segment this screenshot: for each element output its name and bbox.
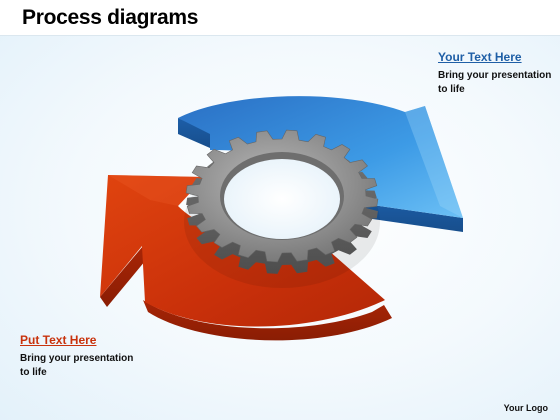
callout-top: Your Text Here Bring your presentation t… xyxy=(438,50,558,97)
red-arrow-highlight xyxy=(108,175,205,206)
callout-bottom: Put Text Here Bring your presentation to… xyxy=(20,333,140,380)
red-arrow-side xyxy=(100,246,150,307)
title-divider xyxy=(0,35,560,36)
gear xyxy=(184,129,380,288)
red-arrow-body-side xyxy=(143,300,392,341)
callout-top-body: Bring your presentation to life xyxy=(438,70,552,95)
callout-bottom-body: Bring your presentation to life xyxy=(20,353,134,378)
blue-arrow-side xyxy=(178,118,210,148)
callout-bottom-heading: Put Text Here xyxy=(20,333,97,347)
logo-text: Your Logo xyxy=(503,403,548,413)
blue-arrow-highlight xyxy=(405,106,463,218)
gear-hole xyxy=(224,159,340,239)
callout-top-heading: Your Text Here xyxy=(438,50,522,64)
page-title: Process diagrams xyxy=(22,6,199,29)
